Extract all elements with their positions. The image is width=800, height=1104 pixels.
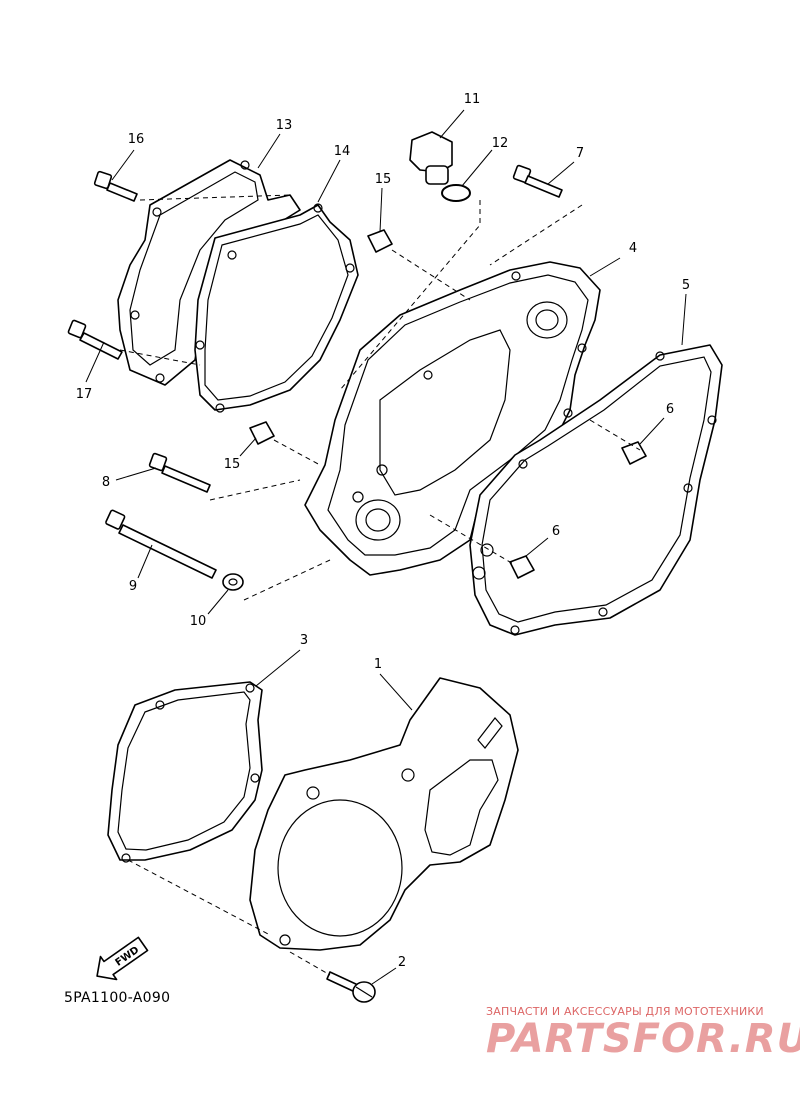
alignment-lines [119,194,641,976]
part-10-washer [222,573,244,591]
callout-15-lower: 15 [224,457,241,472]
part-4-crankcase-cover [304,261,601,576]
part-6-dowel-lower [509,555,535,579]
callout-11: 11 [464,92,481,107]
callout-6-lower: 6 [552,524,560,539]
callout-1: 1 [374,657,382,672]
callout-13: 13 [276,118,293,133]
callout-6-upper: 6 [666,402,674,417]
callout-8: 8 [102,475,110,490]
callout-16: 16 [128,132,145,147]
callout-12: 12 [492,136,509,151]
part-8-bolt [148,452,211,493]
callout-5: 5 [682,278,690,293]
part-7-bolt [512,164,563,198]
fwd-arrow: FWD [96,936,149,981]
part-16-bolt [93,170,138,202]
part-12-o-ring [441,184,471,202]
callout-15-upper: 15 [375,172,392,187]
callout-numbers: 1 2 3 4 5 6 6 7 8 9 10 11 12 13 14 15 15… [76,92,690,970]
part-5-gasket [469,344,723,636]
part-1-outer-cover [249,677,519,951]
part-3-gasket [107,681,263,863]
callout-17: 17 [76,387,93,402]
callout-leaders [85,109,687,985]
part-14-gasket [194,203,359,413]
callout-3: 3 [300,633,308,648]
callout-2: 2 [398,955,406,970]
part-15-dowel-upper [367,229,393,253]
callout-7: 7 [576,146,584,161]
part-6-dowel-upper [621,441,647,465]
watermark-brand: PARTSFOR.RU [486,1016,800,1062]
callout-14: 14 [334,144,351,159]
drawing-code: 5PA1100-A090 [64,990,171,1006]
callout-9: 9 [129,579,137,594]
part-17-bolt [67,319,123,360]
part-9-bolt [105,509,217,579]
watermark-tagline: ЗАПЧАСТИ И АКСЕССУАРЫ ДЛЯ МОТОТЕХНИКИ [486,1005,764,1018]
part-2-screw [326,971,376,1003]
callout-10: 10 [190,614,207,629]
part-11-oil-filler-plug [409,131,453,185]
callout-4: 4 [629,241,637,256]
